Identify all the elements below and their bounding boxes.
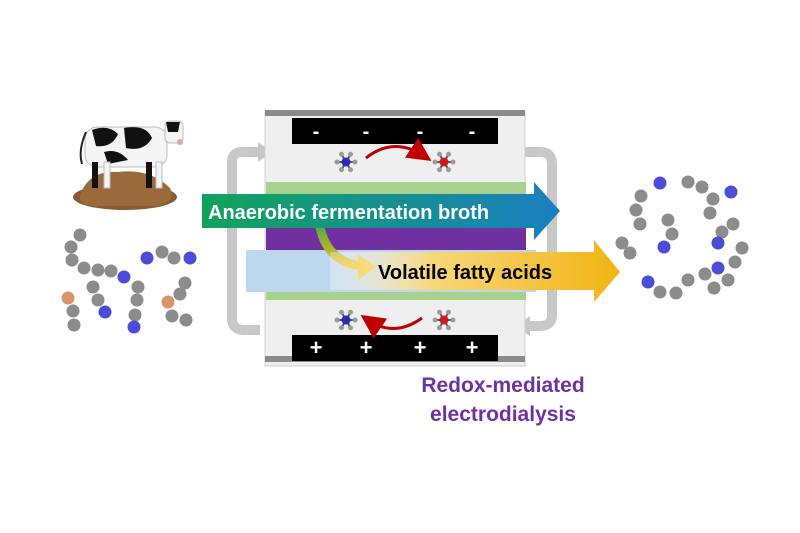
molecule-bead [66, 304, 80, 318]
molecule-bead [657, 240, 671, 254]
molecule-bead [641, 275, 655, 289]
molecule-bead [615, 236, 629, 250]
molecule-bead [653, 285, 667, 299]
molecule-bead [65, 253, 79, 267]
molecule-bead [61, 291, 75, 305]
anode-sign: + [310, 335, 323, 360]
caption-line-1: Redox-mediated [421, 374, 584, 397]
molecule-bead [179, 313, 193, 327]
molecule-bead [711, 261, 725, 275]
molecule-bead [183, 251, 197, 265]
cow-on-manure-icon [73, 120, 184, 210]
molecule-bead [178, 276, 192, 290]
caption-line-2: electrodialysis [430, 403, 576, 426]
molecule-bead [155, 245, 169, 259]
anode-sign: + [360, 335, 373, 360]
molecule-bead [131, 280, 145, 294]
molecule-bead [167, 251, 181, 265]
molecule-bead [728, 255, 742, 269]
anode-signs: + + + + [310, 335, 479, 360]
molecule-bead [661, 213, 675, 227]
product-arrow-label: Volatile fatty acids [378, 262, 552, 284]
molecule-bead [127, 320, 141, 334]
molecule-bead [161, 295, 175, 309]
cathode-electrode [292, 118, 498, 144]
molecule-bead [165, 309, 179, 323]
molecule-bead [724, 185, 738, 199]
anode-sign: + [466, 335, 479, 360]
membrane-purple [266, 228, 526, 250]
molecule-bead [633, 217, 647, 231]
cathode-signs: ---- [313, 121, 476, 143]
redox-arrow-top [365, 137, 432, 161]
molecule-bead [140, 251, 154, 265]
broth-molecules [61, 228, 197, 334]
feed-arrow-label: Anaerobic fermentation broth [208, 202, 489, 224]
molecule-bead [634, 189, 648, 203]
vfa-molecules [615, 175, 749, 300]
redox-mediator-icon [334, 309, 358, 331]
molecule-bead [665, 227, 679, 241]
molecule-bead [681, 273, 695, 287]
anode-sign: + [414, 335, 427, 360]
molecule-bead [681, 175, 695, 189]
molecule-bead [721, 273, 735, 287]
recirculation-loop-right [524, 147, 557, 331]
molecule-bead [669, 286, 683, 300]
feed-arrow [202, 182, 560, 240]
cathode-sign: - [417, 121, 424, 143]
cathode-sign: - [469, 121, 476, 143]
redox-mediator-icon [432, 151, 456, 173]
molecule-bead [173, 287, 187, 301]
redox-mediator-icon [432, 309, 456, 331]
molecule-bead [91, 293, 105, 307]
redox-arrow-bottom [360, 314, 423, 339]
molecule-bead [698, 267, 712, 281]
molecule-bead [77, 261, 91, 275]
molecule-bead [735, 241, 749, 255]
molecule-bead [86, 280, 100, 294]
molecule-bead [706, 192, 720, 206]
molecule-bead [98, 305, 112, 319]
molecule-bead [128, 308, 142, 322]
cathode-sign: - [363, 121, 370, 143]
molecule-bead [117, 270, 131, 284]
molecule-bead [715, 225, 729, 239]
molecule-bead [623, 246, 637, 260]
molecule-bead [73, 228, 87, 242]
redox-mediator-icon [334, 151, 358, 173]
molecule-bead [64, 240, 78, 254]
cathode-sign: - [313, 121, 320, 143]
molecule-bead [67, 318, 81, 332]
molecule-bead [91, 263, 105, 277]
molecule-bead [104, 264, 118, 278]
top-end-plate [265, 110, 525, 116]
molecule-bead [707, 281, 721, 295]
molecule-bead [130, 293, 144, 307]
molecule-bead [703, 206, 717, 220]
anode-electrode [292, 335, 498, 361]
molecule-bead [629, 203, 643, 217]
molecule-bead [711, 236, 725, 250]
molecule-bead [726, 217, 740, 231]
molecule-bead [695, 180, 709, 194]
molecule-bead [653, 176, 667, 190]
redox-mediator-molecules [334, 151, 456, 331]
product-arrow [330, 240, 620, 302]
recirculation-loop-left [227, 147, 262, 335]
